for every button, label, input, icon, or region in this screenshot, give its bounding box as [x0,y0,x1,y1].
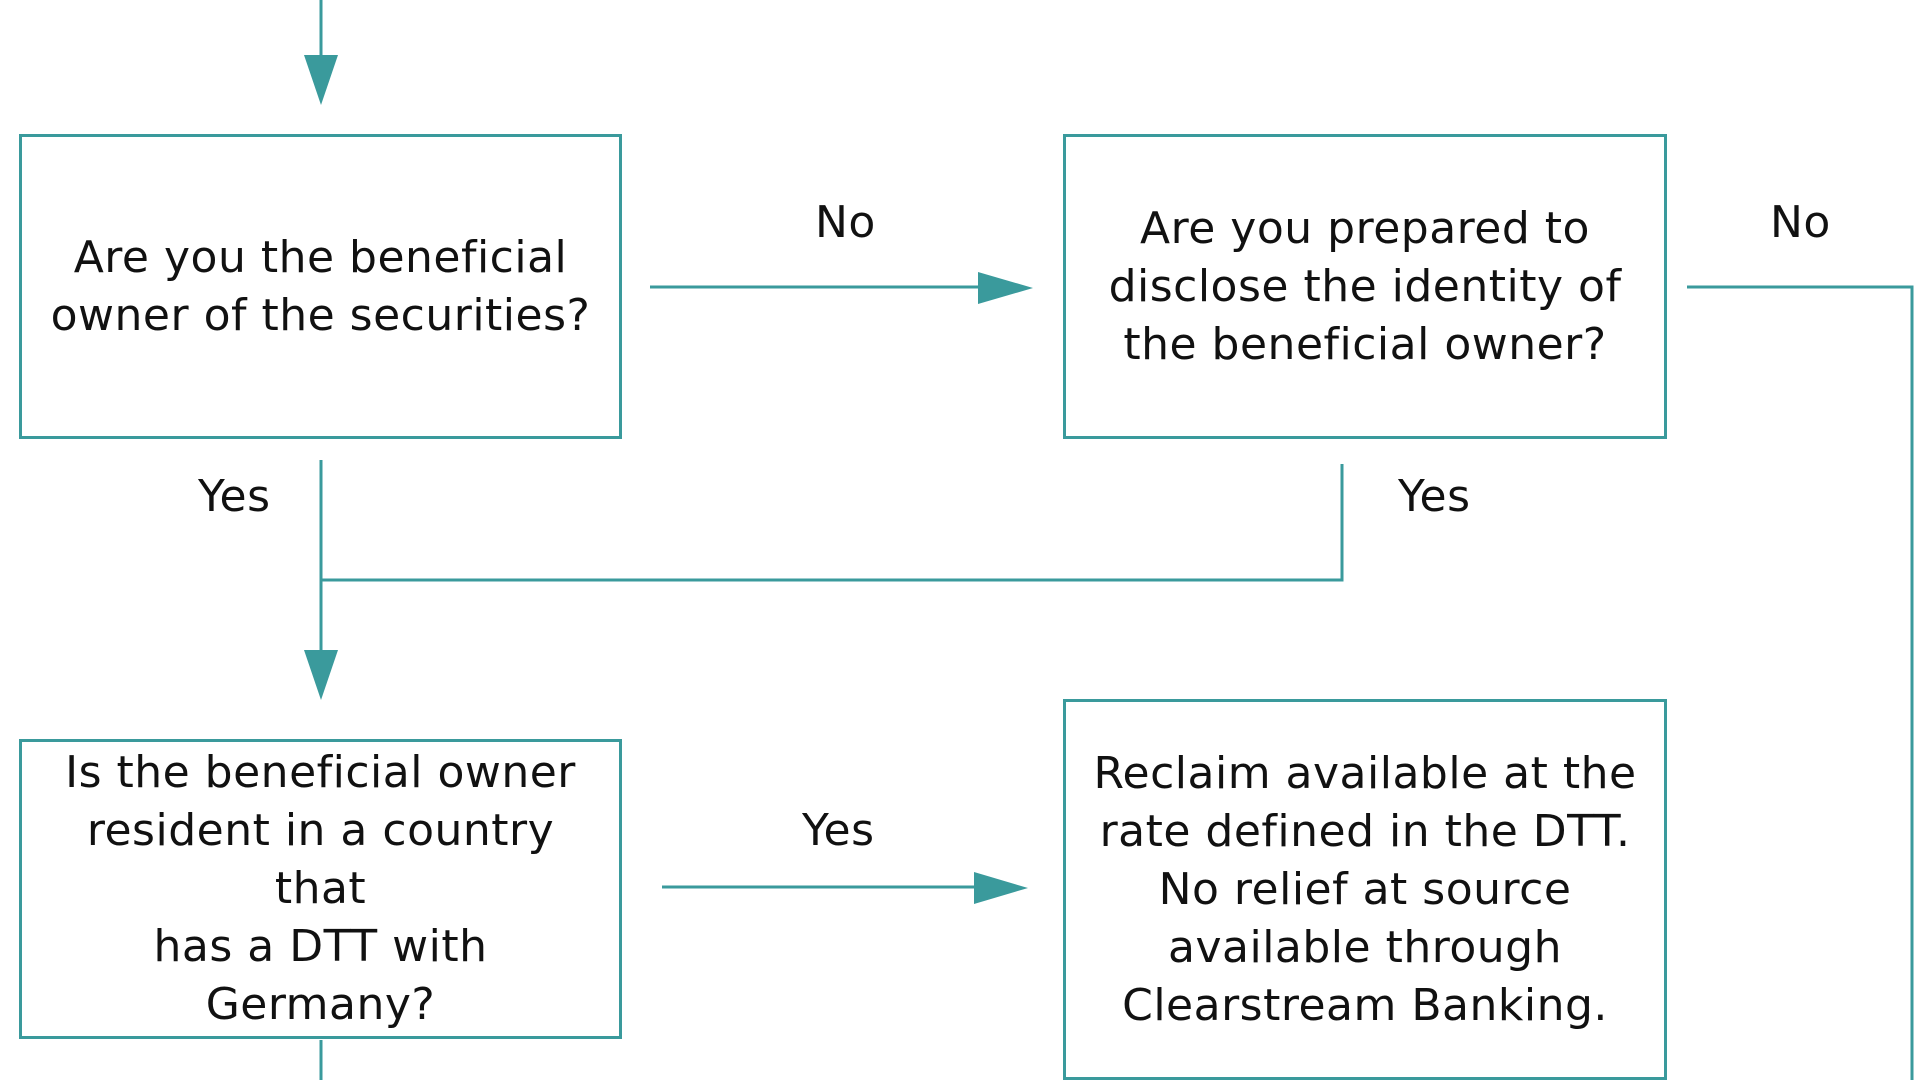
arrowhead-q3-yes [974,872,1028,904]
result-reclaim-text: Reclaim available at the rate defined in… [1093,747,1637,1031]
arrowhead-q1-no [978,272,1033,304]
question-beneficial-owner-text: Are you the beneficial owner of the secu… [50,231,591,341]
question-disclose-identity: Are you prepared to disclose the identit… [1063,134,1667,439]
edge-label-q2-yes: Yes [1398,471,1471,522]
connector-q2-no [1687,285,1914,1080]
question-resident-dtt: Is the beneficial owner resident in a co… [19,739,622,1039]
edge-label-q1-no: No [815,197,876,248]
edge-label-q3-yes: Yes [802,805,875,856]
arrowhead-q1-yes [304,650,338,700]
connector-q2-yes [321,464,1344,582]
edge-label-q2-no: No [1770,197,1831,248]
question-beneficial-owner: Are you the beneficial owner of the secu… [19,134,622,439]
question-disclose-identity-text: Are you prepared to disclose the identit… [1108,202,1622,370]
result-reclaim: Reclaim available at the rate defined in… [1063,699,1667,1080]
question-resident-dtt-text: Is the beneficial owner resident in a co… [65,747,576,1030]
edge-label-q1-yes: Yes [198,471,271,522]
arrowhead-incoming [304,55,338,105]
